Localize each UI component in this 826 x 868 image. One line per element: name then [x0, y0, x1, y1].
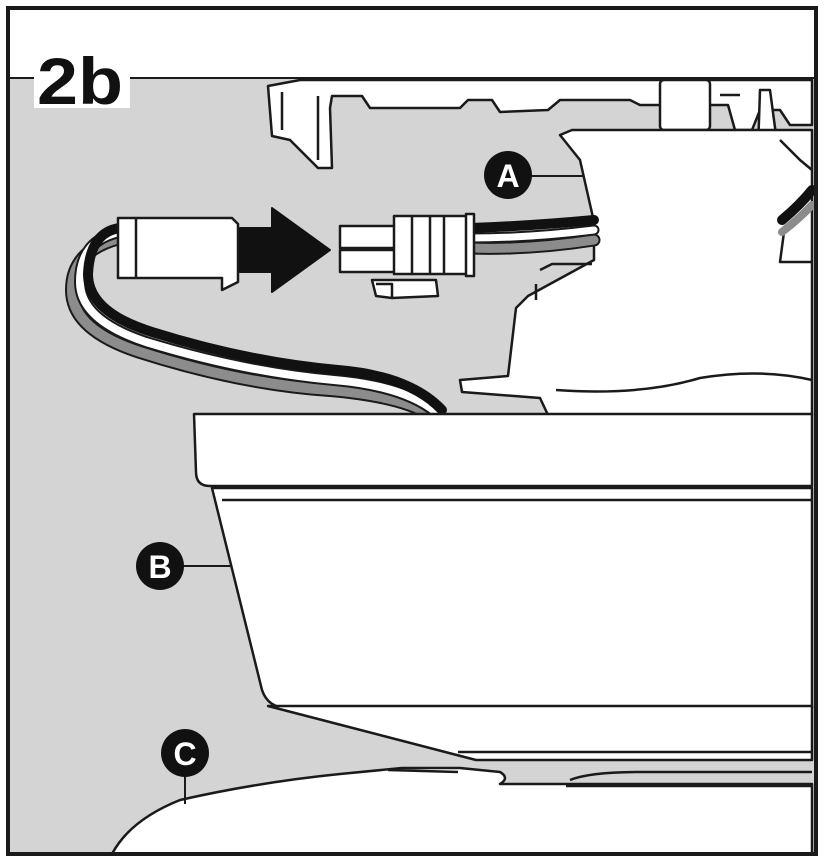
callout-b: B — [136, 542, 184, 590]
step-label-backing — [34, 46, 130, 108]
fan-body — [110, 704, 814, 856]
diagram-frame — [6, 6, 818, 856]
connector-plug-left — [116, 216, 240, 292]
wire-black — [82, 223, 447, 415]
canopy — [192, 412, 814, 710]
fan-housing — [110, 766, 814, 856]
callout-b-letter: B — [148, 549, 171, 585]
step-label: 2b — [37, 44, 123, 118]
callout-c-letter: C — [173, 736, 196, 772]
canopy-body — [210, 486, 814, 710]
wire-right-black — [465, 215, 599, 233]
callout-a: A — [484, 151, 532, 199]
motor-housing — [458, 128, 814, 417]
wire-bundle — [64, 185, 817, 421]
arrow-right-icon — [239, 207, 331, 293]
callout-c: C — [161, 729, 209, 777]
connector-socket-right — [338, 212, 476, 300]
canopy-rim — [192, 412, 814, 488]
top-white-band — [8, 8, 816, 78]
callout-a-letter: A — [496, 158, 519, 194]
